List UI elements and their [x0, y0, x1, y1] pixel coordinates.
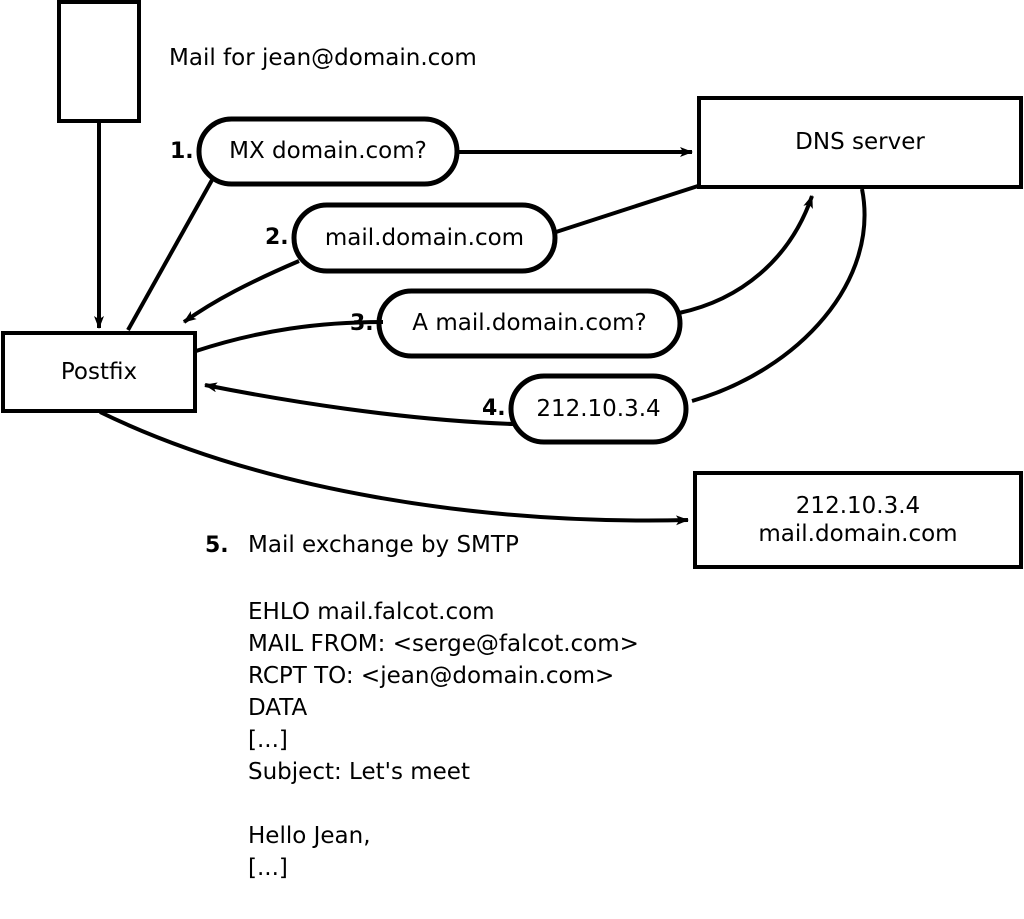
smtp-line: Subject: Let's meet: [248, 759, 470, 785]
step-number-5: 5.: [205, 533, 229, 558]
connector-postfix-to-3: [195, 320, 384, 353]
smtp-line: [248, 884, 639, 916]
step-number-4: 4.: [482, 396, 506, 421]
smtp-line: [...]: [248, 727, 288, 753]
message-pill-3: [376, 288, 683, 359]
connector-4-to-postfix: [204, 382, 514, 426]
step-5-label: Mail exchange by SMTP: [248, 532, 519, 558]
remote-mailserver-box: [693, 471, 1023, 569]
step-number-1: 1.: [170, 139, 194, 164]
connector-postfix-to-remote: [99, 410, 689, 526]
message-pill-1: [196, 116, 460, 187]
connector-2-to-postfix: [182, 259, 300, 324]
smtp-line: [...]: [248, 855, 288, 881]
smtp-line: DATA: [248, 695, 308, 721]
page-title: Mail for jean@domain.com: [169, 45, 477, 71]
dns-server-box: [697, 96, 1023, 189]
smtp-line: [248, 788, 639, 820]
connector-dns-to-4: [691, 188, 867, 403]
smtp-line: Hello Jean,: [248, 823, 371, 849]
step-number-2: 2.: [265, 225, 289, 250]
message-pill-2: [291, 202, 558, 274]
connector-postfix-to-1: [126, 179, 214, 331]
connector-3-to-dns: [678, 195, 814, 315]
step-number-3: 3.: [350, 311, 374, 336]
postfix-box: [1, 331, 197, 413]
sender-box: [57, 0, 141, 123]
message-pill-4: [508, 373, 689, 445]
smtp-line: MAIL FROM: <serge@falcot.com>: [248, 631, 639, 657]
smtp-line: EHLO mail.falcot.com: [248, 599, 495, 625]
connector-dns-to-2: [555, 184, 699, 234]
smtp-line: RCPT TO: <jean@domain.com>: [248, 663, 615, 689]
